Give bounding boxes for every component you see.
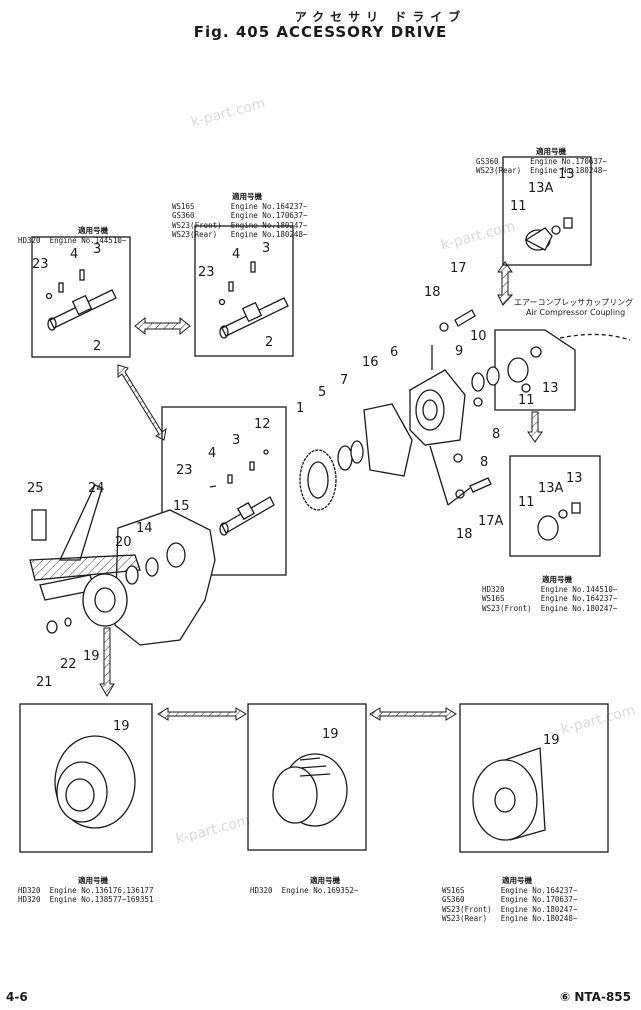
callout-19: 19 (322, 727, 339, 742)
callout-13: 13 (542, 381, 559, 396)
callout-10: 10 (470, 329, 487, 344)
callout-18: 18 (456, 527, 473, 542)
page-number: 4-6 (6, 990, 28, 1004)
pulley-icon (272, 753, 348, 827)
housing-icon (409, 369, 466, 446)
callout-24: 24 (88, 481, 105, 496)
callout-3: 3 (232, 433, 240, 448)
document-code: ⑥ NTA-855 (560, 990, 631, 1004)
callout-8: 8 (480, 455, 488, 470)
variant-box-f (247, 703, 367, 851)
bolt-icon (439, 309, 492, 499)
callout-15: 15 (173, 499, 190, 514)
variant-box-b (194, 225, 294, 357)
callout-20: 20 (115, 535, 132, 550)
variant-box-d (509, 455, 601, 557)
variant-box-c (502, 156, 592, 266)
callout-13a: 13A (538, 481, 564, 496)
callout-3: 3 (93, 242, 101, 257)
washer-icon (471, 366, 500, 392)
pulley-icon (472, 747, 546, 841)
callout-2: 2 (93, 339, 101, 354)
callout-21: 21 (36, 675, 53, 690)
callout-11: 11 (510, 199, 527, 214)
bearing-icon (337, 440, 364, 471)
washer-icon (46, 542, 186, 634)
coupling-gear-icon (507, 346, 542, 393)
callout-7: 7 (340, 373, 348, 388)
callout-17: 17 (450, 261, 467, 276)
shaft-icon (209, 449, 275, 536)
callout-22: 22 (60, 657, 77, 672)
callout-13: 13 (566, 471, 583, 486)
coupling-gear-icon (537, 502, 581, 541)
callout-23: 23 (176, 463, 193, 478)
callout-6: 6 (390, 345, 398, 360)
leader-line (447, 487, 471, 506)
variant-box-e (19, 703, 153, 853)
coupling-icon (524, 217, 573, 251)
variant-box-coupling (494, 329, 576, 411)
callout-23: 23 (198, 265, 215, 280)
callout-5: 5 (318, 385, 326, 400)
callout-4: 4 (232, 247, 240, 262)
gasket-icon (363, 403, 413, 477)
callout-23: 23 (32, 257, 49, 272)
air-compressor-coupling-label: エアーコンプレッサカップリング Air Compressor Coupling (514, 298, 634, 317)
callout-2: 2 (265, 335, 273, 350)
callout-19: 19 (543, 733, 560, 748)
shaft-icon (218, 261, 289, 339)
coupling-leader (559, 333, 631, 341)
title-english: Fig. 405 ACCESSORY DRIVE (193, 23, 448, 41)
callout-25: 25 (27, 481, 44, 496)
callout-19: 19 (83, 649, 100, 664)
shaft-icon (45, 269, 117, 331)
arrow-down (99, 627, 115, 697)
callout-13: 13 (558, 167, 575, 182)
double-arrow (134, 316, 191, 336)
callout-4: 4 (70, 247, 78, 262)
variant-box-shaft (161, 406, 287, 576)
callout-11: 11 (518, 495, 535, 510)
title-japanese: アクセサリ ドライブ (294, 10, 467, 24)
callout-11: 11 (518, 393, 535, 408)
callout-12: 12 (254, 417, 271, 432)
arrow-down (527, 411, 543, 443)
double-arrow-diagonal (117, 364, 167, 441)
callout-1: 1 (296, 401, 304, 416)
pulley-icon (54, 735, 136, 829)
callout-3: 3 (262, 241, 270, 256)
callout-labels: 23 4 3 2 23 4 3 2 1 5 7 16 6 18 17 10 9 … (27, 167, 583, 748)
double-arrow (157, 707, 457, 721)
callout-4: 4 (208, 446, 216, 461)
figure-title: アクセサリ ドライブ Fig. 405 ACCESSORY DRIVE (0, 8, 641, 41)
arrow-up (497, 261, 514, 306)
callout-18: 18 (424, 285, 441, 300)
callout-14: 14 (136, 521, 153, 536)
engine-block-icon (31, 484, 216, 646)
callout-9: 9 (455, 344, 463, 359)
callout-17a: 17A (478, 514, 504, 529)
pulley-icon (82, 573, 128, 627)
variant-box-g (459, 703, 609, 853)
callout-8: 8 (492, 427, 500, 442)
callout-19: 19 (113, 719, 130, 734)
callout-16: 16 (362, 355, 379, 370)
variant-box-a (31, 236, 131, 358)
leader-line (429, 445, 449, 506)
callout-13a: 13A (528, 181, 554, 196)
gear-icon (299, 449, 337, 511)
